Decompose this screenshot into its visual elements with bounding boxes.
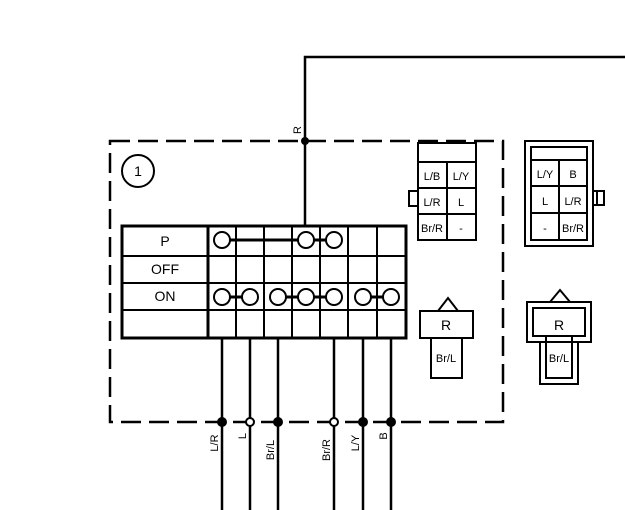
conn6l-r2c1: L/R bbox=[423, 197, 440, 209]
conn6r-r1c1: L/Y bbox=[537, 169, 554, 181]
conn2l-pin1: R bbox=[441, 317, 451, 333]
position-label-on: ON bbox=[155, 288, 176, 304]
continuity-row-p bbox=[213, 231, 343, 249]
feed-junction-dot bbox=[301, 137, 309, 145]
conn6l-r3c1: Br/R bbox=[421, 223, 443, 235]
wire-label-lr: L/R bbox=[209, 434, 221, 451]
conn6l-r1c2: L/Y bbox=[453, 171, 470, 183]
switch-table bbox=[120, 224, 408, 340]
conn2l-pin2: Br/L bbox=[436, 353, 456, 365]
conn2r-pin1: R bbox=[554, 317, 564, 333]
conn6r-r3c1: - bbox=[543, 223, 547, 235]
conn6l-r2c2: L bbox=[458, 197, 464, 209]
wire-label-ly: L/Y bbox=[350, 434, 362, 451]
conn2r-pin2: Br/L bbox=[549, 353, 569, 365]
conn6l-r1c1: L/B bbox=[424, 171, 441, 183]
position-label-off: OFF bbox=[151, 261, 179, 277]
component-number-circle bbox=[121, 154, 155, 188]
conn6r-r3c2: Br/R bbox=[562, 223, 584, 235]
wire-label-brr: Br/R bbox=[321, 439, 333, 461]
wire-label-l: L bbox=[237, 433, 249, 439]
wire-label-brl: Br/L bbox=[265, 440, 277, 460]
component-number: 1 bbox=[134, 163, 142, 179]
conn6r-r1c2: B bbox=[569, 169, 576, 181]
switch-boundary bbox=[108, 139, 505, 424]
connector-2pin-left bbox=[419, 296, 474, 379]
wire-label-b: B bbox=[378, 432, 390, 439]
connector-6pin-left bbox=[408, 142, 477, 241]
connector-6pin-right bbox=[524, 140, 605, 247]
position-label-p: P bbox=[160, 233, 169, 249]
feed-wire bbox=[303, 55, 625, 226]
feed-wire-label: R bbox=[292, 126, 304, 134]
conn6r-r2c1: L bbox=[542, 196, 548, 208]
continuity-row-on bbox=[213, 288, 400, 306]
wire-junctions bbox=[217, 417, 396, 427]
conn6r-r2c2: L/R bbox=[564, 196, 581, 208]
connector-2pin-right bbox=[526, 288, 592, 385]
conn6l-r3c2: - bbox=[459, 223, 463, 235]
